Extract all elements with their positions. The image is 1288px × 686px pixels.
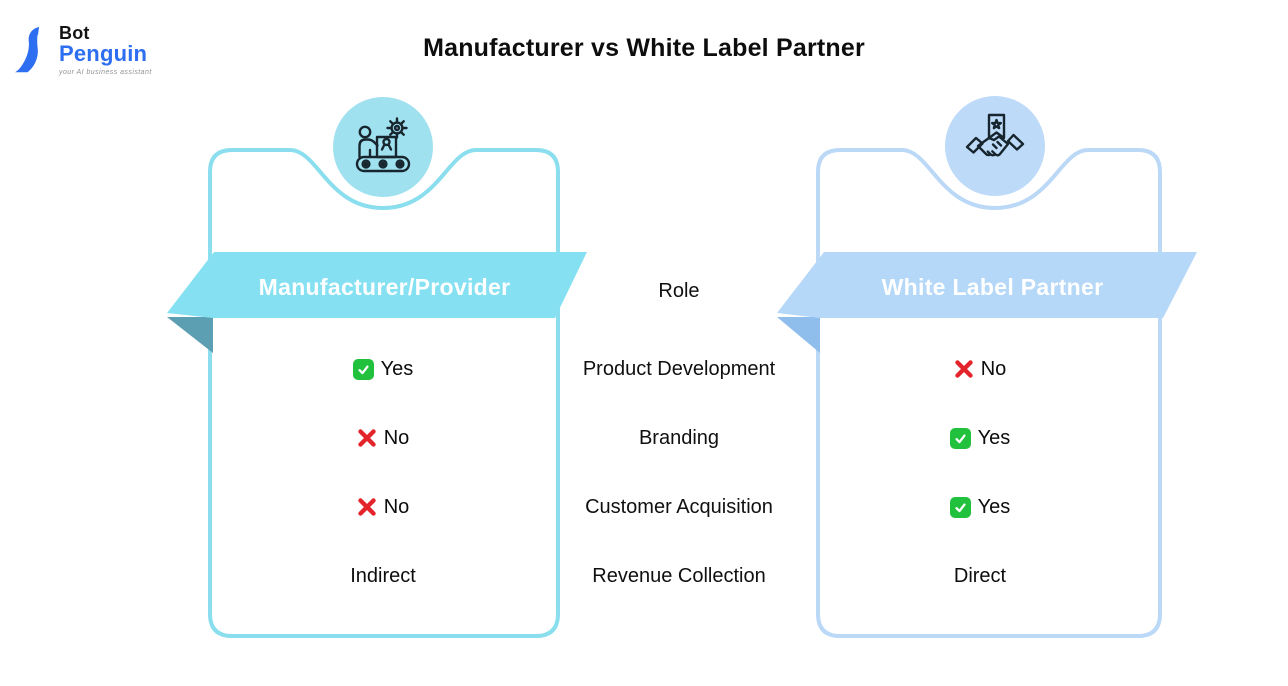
manufacturer-circle-badge — [333, 97, 433, 197]
value-cell: No — [880, 355, 1080, 383]
value-text: Direct — [953, 564, 1007, 587]
check-icon — [352, 358, 374, 380]
production-line-icon — [351, 113, 415, 182]
value-cell: Direct — [880, 562, 1080, 590]
value-cell: Indirect — [283, 562, 483, 590]
page-title: Manufacturer vs White Label Partner — [423, 34, 865, 62]
value-cell: Yes — [283, 355, 483, 383]
partner-banner — [777, 252, 1197, 353]
check-icon — [949, 427, 971, 449]
partner-banner-label: White Label Partner — [881, 273, 1104, 300]
handshake-partnership-icon — [963, 112, 1027, 181]
value-cell: Yes — [880, 424, 1080, 452]
criterion-label: Branding — [638, 427, 720, 449]
value-cell: No — [283, 493, 483, 521]
value-text: No — [383, 495, 410, 518]
value-text: Yes — [977, 426, 1011, 449]
logo-text-penguin: Penguin — [59, 41, 148, 66]
botpenguin-logo: Bot Penguin your AI business assistant — [14, 24, 152, 81]
value-cell: No — [283, 424, 483, 452]
value-text: No — [980, 357, 1007, 380]
value-text: Yes — [380, 357, 414, 380]
value-text: No — [383, 426, 410, 449]
cross-icon — [357, 428, 377, 448]
logo-tagline: your AI business assistant — [59, 69, 152, 76]
manufacturer-banner-label: Manufacturer/Provider — [258, 273, 511, 300]
value-cell: Yes — [880, 493, 1080, 521]
check-icon — [949, 496, 971, 518]
criterion-label: Customer Acquisition — [585, 496, 773, 518]
penguin-logo-icon — [14, 24, 54, 81]
criterion-label-role: Role — [658, 280, 700, 302]
cross-icon — [357, 497, 377, 517]
logo-text-bot: Bot — [59, 23, 90, 43]
value-text: Indirect — [350, 564, 416, 587]
logo-text: Bot Penguin your AI business assistant — [59, 24, 152, 76]
manufacturer-banner — [167, 252, 587, 353]
criterion-label: Product Development — [582, 358, 776, 380]
value-text: Yes — [977, 495, 1011, 518]
cross-icon — [954, 359, 974, 379]
criterion-label: Revenue Collection — [592, 565, 766, 587]
partner-circle-badge — [945, 96, 1045, 196]
